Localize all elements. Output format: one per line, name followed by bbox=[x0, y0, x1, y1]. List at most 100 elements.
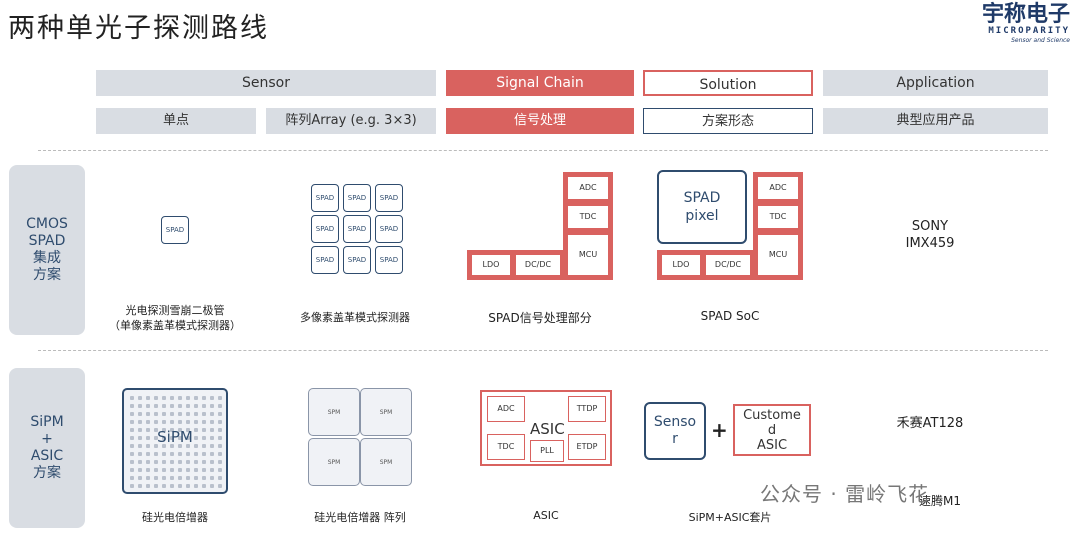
header-solution: Solution bbox=[643, 70, 813, 96]
spad-array-cell: SPAD bbox=[311, 246, 339, 274]
sipm-microcell bbox=[170, 476, 174, 480]
sipm-microcell bbox=[178, 476, 182, 480]
sipm-microcell bbox=[194, 428, 198, 432]
sipm-microcell bbox=[178, 428, 182, 432]
sipm-microcell bbox=[170, 444, 174, 448]
soc-ldo-block: LDO bbox=[661, 254, 701, 276]
sipm-microcell bbox=[218, 468, 222, 472]
sipm-microcell bbox=[170, 428, 174, 432]
kit-sensor-text: r bbox=[672, 431, 678, 447]
sipm-microcell bbox=[130, 412, 134, 416]
sipm-microcell bbox=[194, 460, 198, 464]
asic-etdp-block: ETDP bbox=[568, 434, 606, 460]
sipm-microcell bbox=[202, 476, 206, 480]
sipm-microcell bbox=[154, 460, 158, 464]
mcu-block: MCU bbox=[567, 234, 609, 276]
sipm-microcell bbox=[170, 468, 174, 472]
sipm-array-cell-label: SPM bbox=[379, 459, 393, 466]
sipm-microcell bbox=[138, 484, 142, 488]
sipm-microcell bbox=[162, 468, 166, 472]
spad-array-cell: SPAD bbox=[375, 184, 403, 212]
kit-custom-asic-block: Custome d ASIC bbox=[733, 404, 811, 456]
sipm-microcell bbox=[162, 476, 166, 480]
kit-plus-sign: + bbox=[711, 418, 728, 442]
single-spad-cell: SPAD bbox=[161, 216, 189, 244]
header-single-point: 单点 bbox=[96, 108, 256, 134]
sipm-microcell bbox=[130, 452, 134, 456]
sipm-microcell bbox=[186, 452, 190, 456]
sipm-microcell bbox=[186, 444, 190, 448]
sipm-microcell bbox=[162, 452, 166, 456]
sipm-microcell bbox=[186, 396, 190, 400]
sipm-microcell bbox=[154, 396, 158, 400]
sipm-microcell bbox=[202, 404, 206, 408]
sipm-microcell bbox=[170, 412, 174, 416]
caption-spad-array: 多像素盖革模式探测器 bbox=[300, 311, 410, 324]
sipm-microcell bbox=[194, 452, 198, 456]
asic-title: ASIC bbox=[530, 420, 565, 438]
sipm-array-cell: SPM bbox=[360, 438, 412, 486]
logo-text-cn: 宇称电子 bbox=[981, 2, 1070, 27]
sipm-microcell bbox=[194, 412, 198, 416]
sipm-microcell bbox=[138, 396, 142, 400]
sipm-microcell bbox=[130, 444, 134, 448]
logo-tagline: Sensor and Science bbox=[1011, 37, 1070, 44]
caption-spad-signal: SPAD信号处理部分 bbox=[488, 311, 592, 325]
sipm-microcell bbox=[130, 484, 134, 488]
asic-pll-block: PLL bbox=[530, 440, 564, 462]
sipm-microcell bbox=[186, 404, 190, 408]
sipm-microcell bbox=[162, 484, 166, 488]
sipm-microcell bbox=[162, 404, 166, 408]
sipm-microcell bbox=[202, 420, 206, 424]
sipm-microcell bbox=[154, 436, 158, 440]
spad-array-cell: SPAD bbox=[311, 215, 339, 243]
spad-pixel-block: SPAD pixel bbox=[657, 170, 747, 244]
sipm-microcell bbox=[218, 436, 222, 440]
sipm-microcell bbox=[202, 396, 206, 400]
sipm-microcell bbox=[146, 428, 150, 432]
spad-array-cell: SPAD bbox=[343, 246, 371, 274]
sipm-microcell bbox=[146, 396, 150, 400]
sipm-microcell bbox=[146, 460, 150, 464]
sipm-array-cell-label: SPM bbox=[379, 409, 393, 416]
dcdc-block: DC/DC bbox=[515, 254, 561, 276]
sipm-microcell bbox=[146, 404, 150, 408]
sipm-microcell bbox=[146, 436, 150, 440]
sipm-microcell bbox=[162, 420, 166, 424]
asic-adc-block: ADC bbox=[487, 396, 525, 422]
sipm-microcell bbox=[162, 436, 166, 440]
sipm-microcell bbox=[146, 420, 150, 424]
sipm-microcell bbox=[186, 428, 190, 432]
cmos-label-line: 方案 bbox=[32, 267, 61, 283]
sipm-microcell bbox=[138, 460, 142, 464]
sipm-microcell bbox=[162, 460, 166, 464]
sipm-microcell bbox=[218, 444, 222, 448]
sipm-microcell bbox=[146, 484, 150, 488]
sipm-microcell bbox=[218, 404, 222, 408]
spad-array-cell: SPAD bbox=[311, 184, 339, 212]
sipm-microcell bbox=[130, 420, 134, 424]
sipm-microcell bbox=[194, 436, 198, 440]
sipm-microcell bbox=[186, 484, 190, 488]
sipm-microcell bbox=[194, 468, 198, 472]
caption-single-spad: 光电探测雪崩二极管 bbox=[125, 304, 225, 317]
caption-single-spad-sub: （单像素盖革模式探测器） bbox=[109, 319, 241, 332]
sipm-microcell bbox=[154, 420, 158, 424]
sipm-microcell bbox=[186, 412, 190, 416]
sipm-microcell bbox=[194, 476, 198, 480]
sipm-label-line: SiPM bbox=[30, 414, 64, 430]
watermark: 公众号 · 雷岭飞花 bbox=[760, 482, 930, 506]
sipm-microcell bbox=[154, 468, 158, 472]
caption-sipm-array: 硅光电倍增器 阵列 bbox=[314, 511, 406, 524]
sipm-microcell bbox=[210, 404, 214, 408]
sipm-microcell bbox=[202, 452, 206, 456]
sipm-microcell bbox=[154, 476, 158, 480]
sipm-microcell bbox=[138, 404, 142, 408]
sipm-microcell bbox=[178, 436, 182, 440]
company-logo: 宇称电子 MICROPARITY Sensor and Science bbox=[950, 4, 1070, 48]
adc-block: ADC bbox=[567, 176, 609, 200]
sipm-array-cell: SPM bbox=[308, 438, 360, 486]
header-application: Application bbox=[823, 70, 1048, 96]
sipm-label-line: 方案 bbox=[33, 465, 61, 481]
kit-asic-text: Custome bbox=[743, 408, 801, 423]
